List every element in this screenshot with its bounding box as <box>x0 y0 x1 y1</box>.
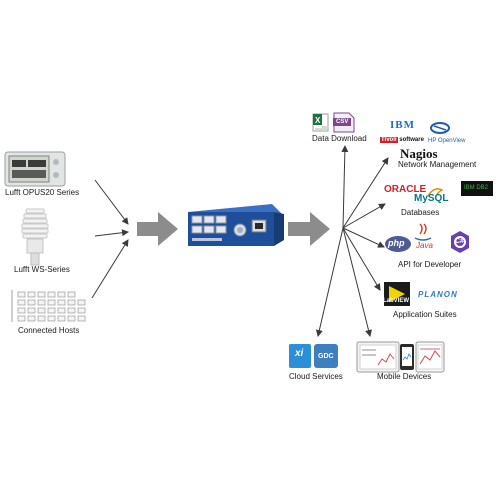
arrow-to-mobile <box>342 227 372 337</box>
tivoli-software-text: software <box>399 137 424 143</box>
tivoli-software-logo: Tivoli software <box>380 137 424 143</box>
xi-cloud-logo <box>289 344 311 368</box>
big-arrow-in <box>137 212 178 246</box>
svg-text:X: X <box>315 116 321 125</box>
arrow-ws-to-device <box>94 229 129 237</box>
host-node <box>57 299 66 306</box>
arrow-opus20-to-device <box>94 179 129 225</box>
arrow-to-api <box>342 227 385 248</box>
host-node <box>17 299 26 306</box>
host-node <box>37 291 46 298</box>
php-logo-text: php <box>388 238 405 248</box>
host-node <box>57 307 66 314</box>
host-node <box>27 307 36 314</box>
host-node <box>47 299 56 306</box>
ibm-logo: IBM <box>390 119 415 131</box>
nagios-logo: Nagios <box>400 146 438 161</box>
label-data-download: Data Download <box>312 134 367 143</box>
tivoli-mark: Tivoli <box>380 137 398 143</box>
arrow-to-app-suites <box>342 227 381 291</box>
label-api-for-developer: API for Developer <box>398 260 462 269</box>
host-node <box>67 315 76 322</box>
xi-logo-text: xi <box>295 348 304 359</box>
host-node <box>47 307 56 314</box>
label-mobile-devices: Mobile Devices <box>377 372 432 381</box>
csv-icon-text: CSV <box>336 119 349 125</box>
host-node <box>67 299 76 306</box>
label-cloud-services: Cloud Services <box>289 372 343 381</box>
labview-logo-text: LabVIEW <box>383 298 410 304</box>
arrow-to-data-download <box>341 145 349 229</box>
arrow-to-cloud <box>315 227 344 337</box>
host-node <box>47 291 56 298</box>
planon-logo: PLANON <box>418 290 458 299</box>
host-node <box>67 291 76 298</box>
label-opus20: Lufft OPUS20 Series <box>5 188 80 197</box>
csharp-logo-text: C# <box>455 238 464 245</box>
mobile-devices-image <box>356 341 445 373</box>
host-node <box>27 291 36 298</box>
csv-icon <box>333 112 355 133</box>
host-node <box>17 291 26 298</box>
hp-openview-logo <box>430 122 450 134</box>
mysql-logo: MySQL <box>414 193 449 204</box>
db2-logo <box>461 181 493 196</box>
csharp-logo <box>451 231 469 253</box>
gdc-logo-text: GDC <box>318 353 334 360</box>
gdc-cloud-logo <box>314 344 338 368</box>
host-node <box>27 315 36 322</box>
host-node <box>37 299 46 306</box>
host-node <box>57 291 66 298</box>
label-databases: Databases <box>401 208 440 217</box>
label-connected-hosts: Connected Hosts <box>18 326 80 335</box>
labview-logo <box>384 282 410 306</box>
host-node <box>27 299 36 306</box>
big-arrow-out <box>288 212 330 246</box>
label-ws-series: Lufft WS-Series <box>14 265 70 274</box>
arrow-to-databases <box>342 203 386 229</box>
ws-series-weather-station-image <box>21 208 49 266</box>
label-network-management: Network Management <box>398 160 477 169</box>
arrow-hosts-to-device <box>91 239 129 299</box>
java-logo-text: Java <box>416 241 433 250</box>
hp-openview-text: HP OpenView <box>428 138 466 144</box>
opus20-device-image <box>4 151 66 187</box>
host-node <box>37 315 46 322</box>
excel-icon: X <box>312 113 329 132</box>
oracle-logo: ORACLE <box>384 184 427 195</box>
host-node <box>47 315 56 322</box>
host-node <box>67 307 76 314</box>
host-node <box>37 307 46 314</box>
java-logo <box>414 223 432 241</box>
host-node <box>77 307 86 314</box>
central-gateway-device <box>188 204 284 246</box>
host-node <box>17 315 26 322</box>
arrow-to-network-management <box>342 157 389 229</box>
host-node <box>77 299 86 306</box>
mysql-dolphin-logo <box>427 188 444 197</box>
label-application-suites: Application Suites <box>393 310 457 319</box>
php-logo <box>385 236 411 252</box>
connected-hosts-image <box>11 290 86 322</box>
db2-logo-text: IBM DB2 <box>464 185 489 191</box>
host-node <box>57 315 66 322</box>
usb-port-icon <box>191 215 203 224</box>
host-node <box>17 307 26 314</box>
host-node <box>77 315 86 322</box>
